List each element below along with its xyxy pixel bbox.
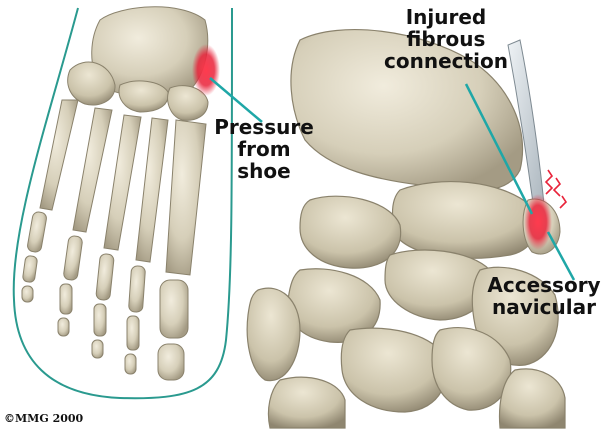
right-closeup-view	[247, 30, 574, 428]
injured-fibrous-connection-label: Injured fibrous connection	[384, 6, 508, 72]
zigzag-pain-icon	[546, 170, 566, 208]
metatarsal-bones	[40, 100, 206, 275]
tarsal-bones	[68, 7, 208, 121]
accessory-navicular-label: Accessory navicular	[480, 274, 608, 318]
copyright-notice: ©MMG 2000	[4, 412, 83, 425]
pressure-inflammation	[192, 44, 220, 96]
toe-bones	[22, 211, 188, 380]
fibrous-connection-inflammation	[524, 194, 552, 250]
left-foot-view	[14, 7, 262, 398]
pressure-from-shoe-label: Pressure from shoe	[212, 116, 316, 182]
navicular-bone	[393, 182, 538, 259]
